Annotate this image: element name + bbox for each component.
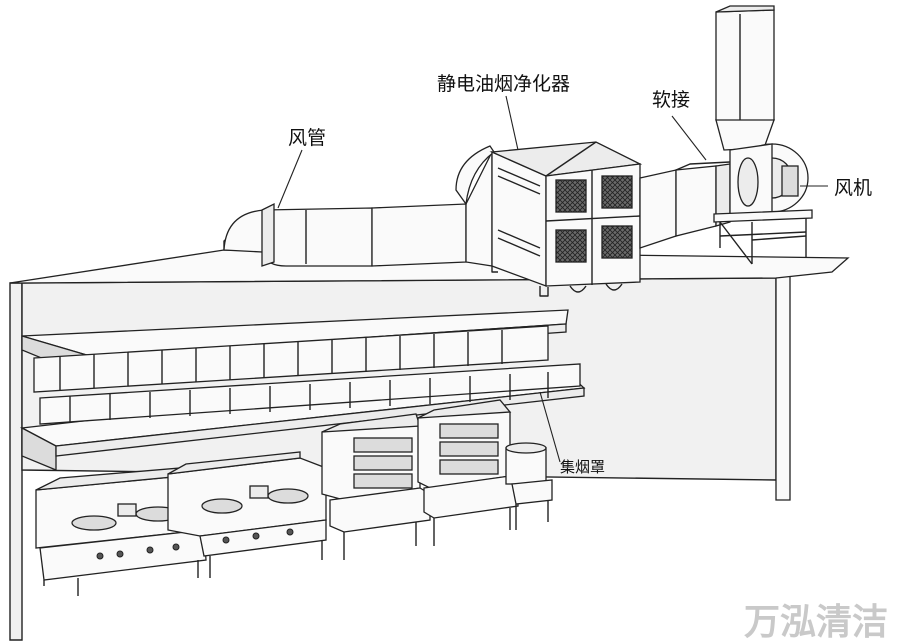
duct-straight	[372, 204, 466, 266]
electrostatic-purifier	[492, 142, 640, 296]
outlet-duct	[640, 162, 730, 248]
stockpot-stove	[506, 443, 552, 530]
label-air-duct: 风管	[288, 127, 326, 149]
mesh-panel	[556, 180, 586, 212]
wok	[72, 516, 116, 530]
duct-flange	[262, 204, 274, 266]
label-soft-joint: 软接	[652, 89, 690, 111]
pot	[118, 504, 136, 516]
label-purifier: 静电油烟净化器	[437, 73, 570, 95]
pot	[250, 486, 268, 498]
mesh-panel	[602, 226, 632, 258]
steamer-cabinet-left	[322, 414, 430, 560]
label-hood: 集烟罩	[560, 458, 605, 476]
air-duct	[224, 146, 494, 266]
wok	[268, 489, 308, 503]
outlet-transition	[640, 170, 676, 248]
mesh-panel	[602, 176, 632, 208]
wok	[202, 499, 242, 513]
left-wall	[10, 283, 22, 640]
watermark: 万泓清洁	[744, 602, 888, 642]
right-wall	[776, 270, 790, 500]
fan-chimney	[716, 10, 774, 122]
steamer-cabinet-right	[418, 400, 518, 546]
label-fan: 风机	[834, 177, 872, 199]
outlet-duct-straight	[676, 166, 716, 236]
mesh-panel	[556, 230, 586, 262]
exhaust-fan	[714, 6, 812, 264]
fan-motor	[782, 166, 798, 196]
